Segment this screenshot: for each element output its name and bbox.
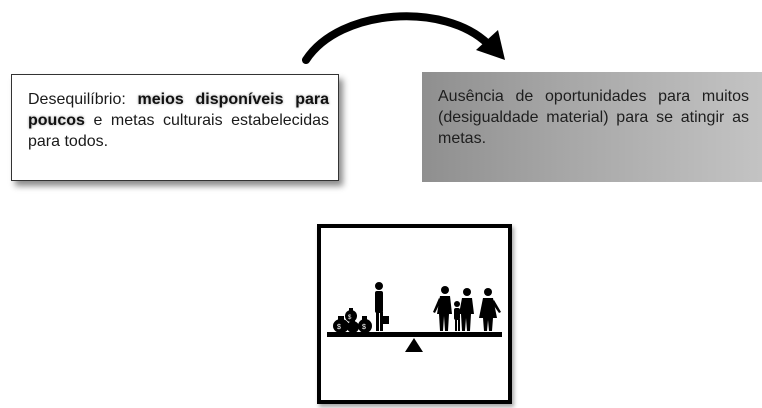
right-box-text-end: para se atingir as metas. <box>438 109 749 147</box>
svg-text:$: $ <box>362 324 366 331</box>
right-box-highlight: (desigualdade material) <box>438 109 609 126</box>
person-icon <box>433 286 501 331</box>
left-text-box: Desequilíbrio: meios disponíveis para po… <box>11 74 339 181</box>
left-box-text-end: e metas culturais estabelecidas para tod… <box>28 112 329 150</box>
curved-arrow-icon <box>300 8 520 68</box>
balance-scale-icon: $ $ $ <box>327 282 502 352</box>
left-box-highlight: meios disponíveis para poucos <box>28 91 329 129</box>
balance-scale-image: $ $ $ <box>317 224 512 404</box>
right-text-box: Ausência de oportunidades para muitos (d… <box>422 72 762 182</box>
money-bag-icon: $ $ $ <box>333 308 372 333</box>
svg-text:$: $ <box>348 315 352 321</box>
businessman-icon <box>375 282 389 331</box>
right-box-text-start: Ausência de oportunidades para muitos <box>438 88 749 105</box>
left-box-text-start: Desequilíbrio: <box>28 91 138 108</box>
scale-beam <box>327 332 502 337</box>
fulcrum-icon <box>405 338 423 352</box>
svg-text:$: $ <box>337 324 341 331</box>
